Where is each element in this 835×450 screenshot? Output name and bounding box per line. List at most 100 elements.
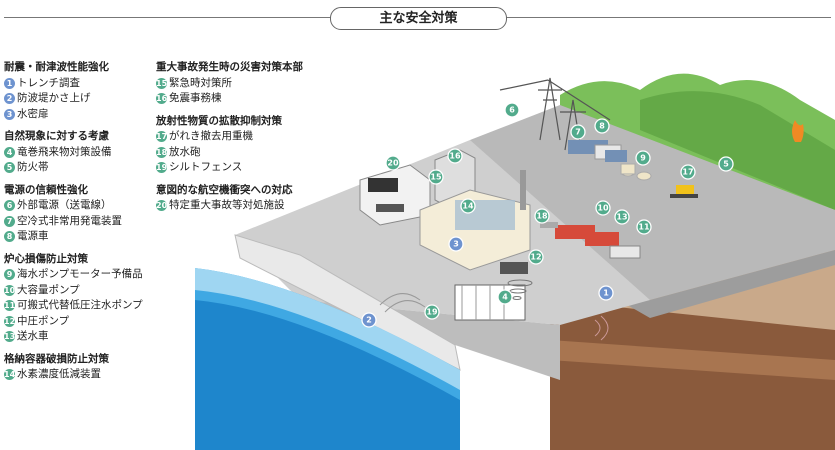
marker-badge: 10	[4, 284, 16, 296]
legend-label: がれき撤去用重機	[169, 130, 253, 142]
marker-badge: 12	[4, 315, 16, 327]
legend-label: 免震事務棟	[169, 92, 222, 104]
legend-label: トレンチ調査	[17, 76, 80, 89]
scene-marker-17: 17	[680, 164, 696, 180]
scene-marker-20: 20	[385, 155, 401, 171]
legend-heading: 意図的な航空機衝突への対応	[156, 183, 293, 196]
scene-marker-8: 8	[594, 118, 610, 134]
marker-badge: 1	[4, 77, 15, 89]
scene-markers: 6 7 8 9 17 5 16 20 15 14 18 10 13 11 3 1…	[361, 102, 734, 328]
legend-label: 防火帯	[17, 161, 49, 173]
svg-text:15: 15	[430, 173, 442, 182]
transmission-tower-icon	[499, 77, 611, 151]
page-title: 主な安全対策	[330, 7, 507, 30]
svg-text:1: 1	[603, 289, 609, 298]
legend-label: 特定重大事故等対処施設	[169, 199, 285, 211]
scene-marker-7: 7	[570, 124, 586, 140]
marker-badge: 17	[156, 131, 168, 143]
marker-badge: 14	[4, 369, 16, 381]
legend-label: 電源車	[17, 230, 49, 242]
earth-deep-layer	[550, 300, 835, 450]
svg-text:12: 12	[530, 253, 541, 262]
svg-text:7: 7	[575, 128, 581, 137]
excavator-icon	[670, 185, 698, 198]
svg-text:3: 3	[453, 240, 459, 249]
scene-marker-10: 10	[595, 200, 611, 216]
legend-label: 海水ポンプモーター予備品	[17, 268, 143, 280]
plateau-edge	[470, 200, 835, 318]
legend-label: 水素濃度低減装置	[17, 368, 101, 380]
legend-label: 外部電源（送電線）	[17, 199, 112, 211]
marker-badge: 9	[4, 269, 15, 281]
legend-heading: 電源の信頼性強化	[4, 183, 88, 196]
svg-text:5: 5	[723, 160, 729, 169]
marker-badge: 8	[4, 231, 15, 243]
pump-trucks	[540, 222, 641, 259]
motor-spare-tanks	[620, 163, 652, 181]
legend-label: 竜巻飛来物対策設備	[17, 145, 112, 158]
legend-label: 防波堤かさ上げ	[17, 92, 91, 104]
svg-text:4: 4	[502, 293, 508, 302]
scene-marker-14: 14	[460, 198, 476, 214]
svg-text:19: 19	[426, 308, 438, 317]
scene-marker-4: 4	[497, 289, 513, 305]
reactor-building	[419, 170, 531, 271]
marker-badge: 20	[156, 200, 168, 212]
legend-label: 空冷式非常用発電装置	[17, 214, 122, 227]
seawater-pumps	[454, 284, 526, 321]
scene-marker-11: 11	[636, 219, 652, 235]
legend-heading: 自然現象に対する考慮	[4, 130, 109, 142]
scene-marker-6: 6	[504, 102, 520, 118]
svg-text:14: 14	[462, 202, 474, 211]
title-bar: 主な安全対策	[0, 7, 835, 30]
marker-badge: 4	[4, 146, 15, 158]
legend-label: 緊急時対策所	[169, 76, 232, 89]
svg-text:18: 18	[536, 212, 548, 221]
tornado-icon	[507, 279, 533, 300]
legend-label: 送水車	[17, 330, 49, 342]
medium-pressure-pump	[500, 262, 528, 274]
legend-heading: 耐震・耐津波性能強化	[4, 61, 109, 73]
marker-badge: 16	[156, 93, 168, 105]
emergency-response-building	[359, 164, 431, 226]
green-hills-front	[640, 91, 835, 210]
svg-text:9: 9	[640, 154, 646, 163]
svg-text:16: 16	[449, 152, 461, 161]
marker-badge: 3	[4, 108, 15, 120]
legend-label: 中圧ポンプ	[17, 314, 70, 327]
sea-deep	[195, 300, 460, 450]
seismic-waves	[594, 315, 609, 341]
scene-marker-16: 16	[447, 148, 463, 164]
legend-label: シルトフェンス	[169, 161, 243, 173]
marker-badge: 13	[4, 331, 16, 343]
legend-heading: 重大事故発生時の災害対策本部	[156, 61, 303, 73]
svg-text:10: 10	[597, 204, 609, 213]
marker-badge: 6	[4, 200, 15, 212]
scene-marker-13: 13	[614, 209, 630, 225]
svg-text:11: 11	[638, 223, 650, 232]
marker-badge: 11	[4, 300, 16, 312]
legend-label: 水密扉	[17, 107, 49, 120]
